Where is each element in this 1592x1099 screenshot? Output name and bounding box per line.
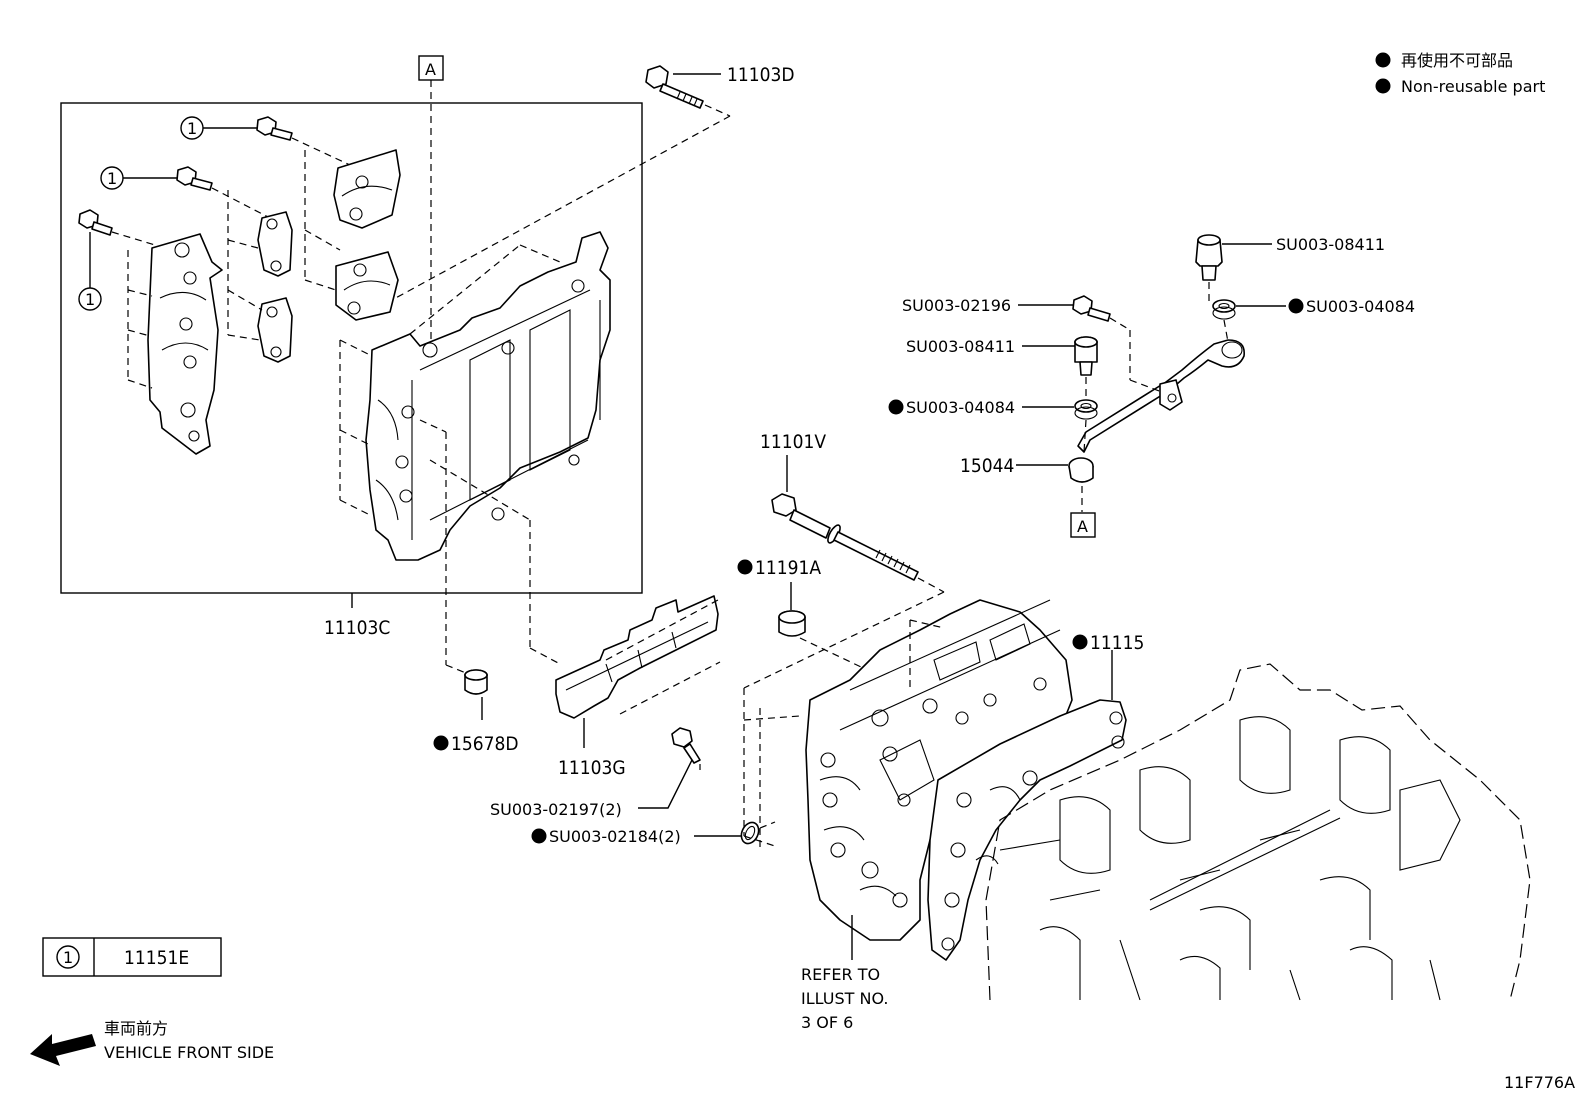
- cylinder-block: [985, 663, 1531, 1001]
- part-label-SU003-02197: SU003-02197(2): [490, 800, 622, 819]
- non-reusable-dot-icon: [433, 735, 449, 751]
- part-label-SU003-08411-top: SU003-08411: [1276, 235, 1385, 254]
- svg-text:A: A: [1077, 517, 1088, 536]
- oil-passage-11103G: [555, 595, 719, 719]
- non-reusable-dot-icon: [1288, 298, 1304, 314]
- callout-1-upper: 1: [180, 116, 258, 140]
- non-reusable-dot-icon: [531, 828, 547, 844]
- camshaft-housing: [365, 231, 611, 561]
- svg-text:1: 1: [85, 290, 95, 309]
- reference-box-a-top: A: [418, 55, 444, 81]
- part-label-15678D: 15678D: [451, 733, 519, 755]
- plug-15678D: [464, 669, 488, 695]
- legend-non-reusable-en: Non-reusable part: [1401, 77, 1545, 96]
- key-table-symbol: 1: [63, 948, 73, 967]
- part-label-11103C: 11103C: [324, 617, 390, 639]
- svg-text:1: 1: [187, 119, 197, 138]
- bolt-SU003-02196: [1072, 295, 1111, 322]
- non-reusable-dot-icon: [1072, 634, 1088, 650]
- head-gasket-11115: [927, 699, 1127, 961]
- key-table: 1 11151E: [42, 937, 222, 977]
- union-bolt-SU003-08411-top: [1195, 234, 1223, 281]
- legend: 再使用不可部品 Non-reusable part: [1375, 51, 1545, 96]
- arrow-left-icon: [30, 1034, 96, 1066]
- part-label-11103D: 11103D: [727, 64, 795, 86]
- part-label-SU003-02184: SU003-02184(2): [549, 827, 681, 846]
- non-reusable-dot-icon: [888, 399, 904, 415]
- non-reusable-dot-icon: [1375, 78, 1391, 94]
- vehicle-front-direction: 車両前方 VEHICLE FRONT SIDE: [30, 1019, 274, 1066]
- refer-note-line2: ILLUST NO.: [801, 989, 888, 1008]
- part-label-11191A: 11191A: [755, 557, 821, 579]
- bolt-callout-1-lower: [78, 209, 113, 236]
- svg-text:1: 1: [107, 169, 117, 188]
- refer-note-line1: REFER TO: [801, 965, 880, 984]
- o-ring-SU003-02184: [740, 821, 760, 845]
- part-label-SU003-04084-mid: SU003-04084: [906, 398, 1015, 417]
- plug-11191A: [778, 610, 806, 637]
- bolt-11103D: [645, 65, 704, 109]
- union-bolt-SU003-08411-mid: [1074, 336, 1098, 376]
- cam-cap-large-lower: [335, 251, 399, 321]
- refer-note-line3: 3 OF 6: [801, 1013, 853, 1032]
- part-label-11101V: 11101V: [760, 431, 826, 453]
- callout-1-lower: 1: [78, 287, 102, 311]
- callout-1-middle: 1: [100, 166, 178, 190]
- direction-en: VEHICLE FRONT SIDE: [104, 1043, 274, 1062]
- washer-SU003-04084-mid: [1074, 399, 1098, 420]
- part-label-SU003-08411-mid: SU003-08411: [906, 337, 1015, 356]
- reference-box-a-bottom: A: [1070, 512, 1096, 538]
- key-table-part: 11151E: [124, 947, 189, 969]
- part-label-11115: 11115: [1090, 632, 1144, 654]
- non-reusable-dot-icon: [737, 559, 753, 575]
- non-reusable-dot-icon: [1375, 52, 1391, 68]
- part-label-15044: 15044: [960, 455, 1014, 477]
- cylinder-head: [805, 599, 1073, 941]
- part-label-SU003-04084-top: SU003-04084: [1306, 297, 1415, 316]
- illustration-id: 11F776A: [1504, 1073, 1575, 1092]
- cam-cap-large-upper: [333, 149, 401, 229]
- svg-text:A: A: [425, 60, 436, 79]
- bolt-SU003-02197: [671, 727, 701, 764]
- part-label-SU003-02196: SU003-02196: [902, 296, 1011, 315]
- direction-jp: 車両前方: [104, 1019, 168, 1038]
- part-label-11103G: 11103G: [558, 757, 626, 779]
- bolt-callout-1-upper: [256, 116, 293, 141]
- washer-SU003-04084-top: [1212, 299, 1236, 320]
- bolt-callout-1-middle: [176, 166, 213, 191]
- cam-cap-small-lower: [257, 297, 293, 363]
- legend-non-reusable-jp: 再使用不可部品: [1401, 51, 1513, 70]
- camshaft-cap-front: [147, 233, 223, 455]
- cam-cap-small-upper: [257, 211, 293, 277]
- head-bolt-11101V: [771, 493, 919, 581]
- oil-pipe-15044: [1068, 339, 1245, 483]
